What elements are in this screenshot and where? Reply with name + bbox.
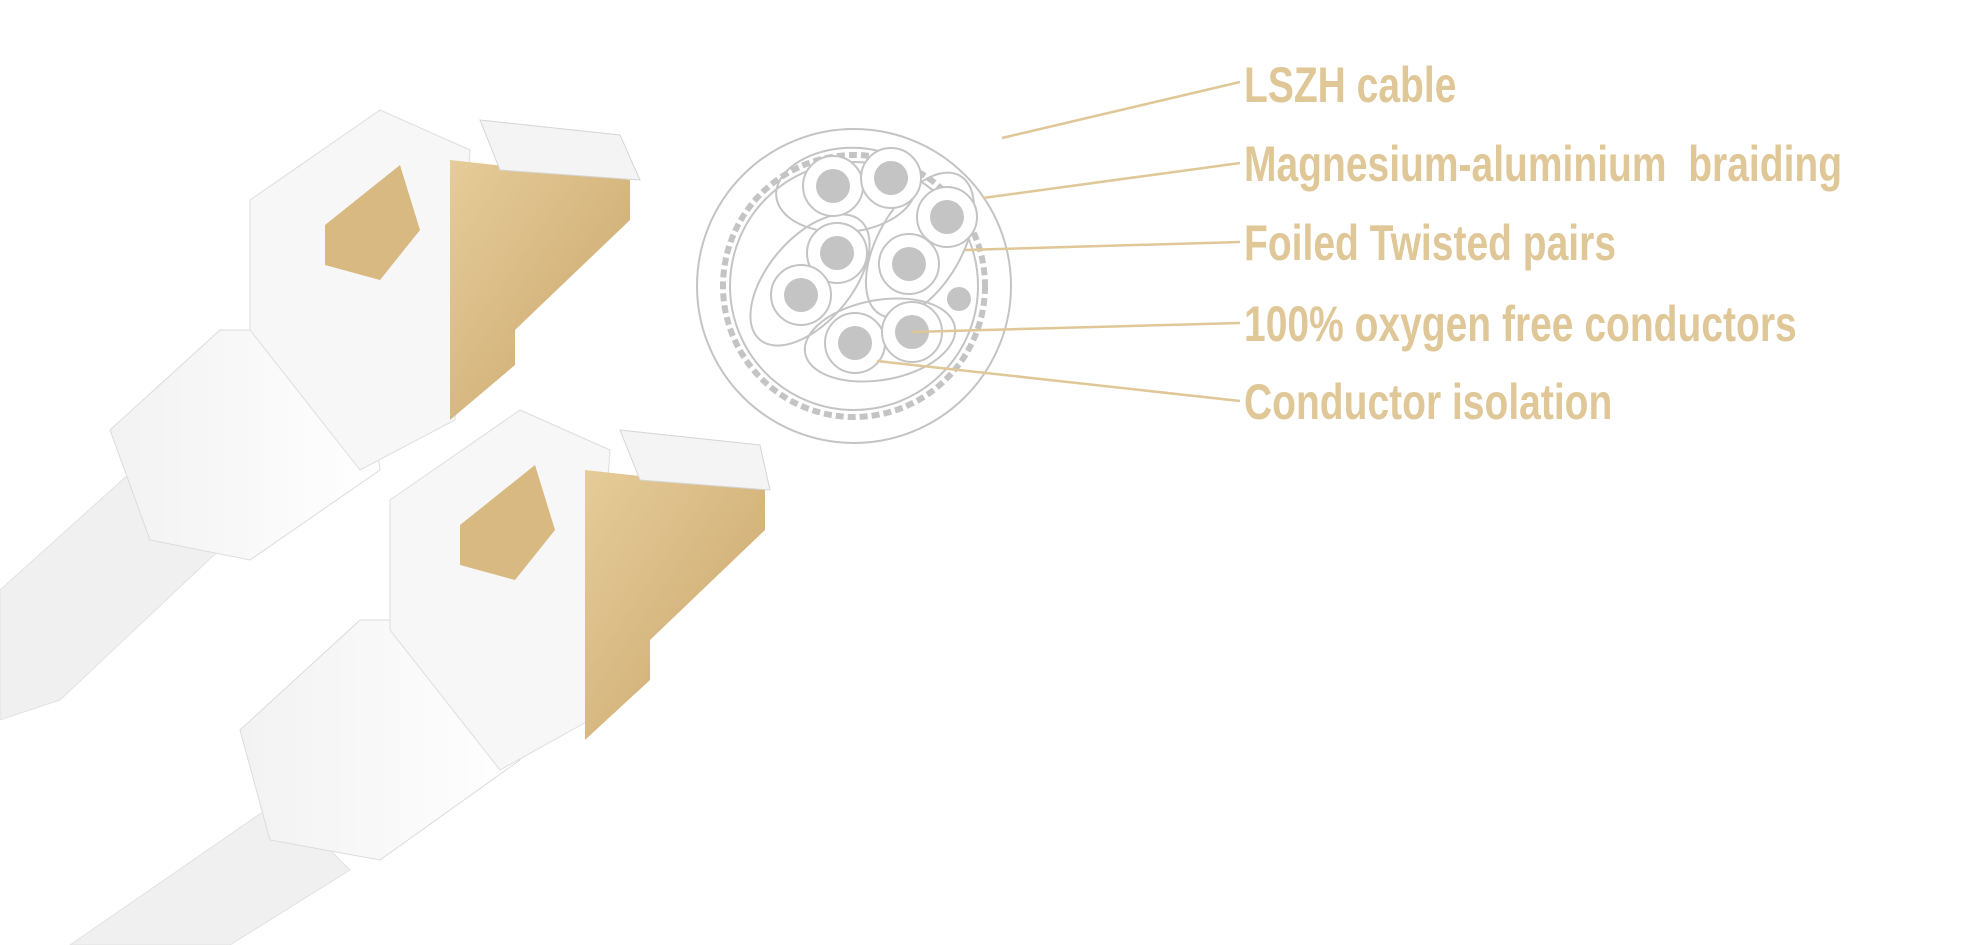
rj45-connector-bottom bbox=[69, 409, 771, 945]
leader-lines bbox=[876, 80, 1241, 403]
label-lszh-cable: LSZH cable bbox=[1244, 57, 1457, 113]
label-conductor-isolation: Conductor isolation bbox=[1244, 374, 1613, 430]
cable-cross-section-diagram bbox=[696, 128, 1012, 444]
label-foiled-twisted-pairs: Foiled Twisted pairs bbox=[1244, 215, 1617, 271]
rj45-connector-top bbox=[0, 109, 641, 721]
label-oxygen-free-conductors: 100% oxygen free conductors bbox=[1244, 296, 1797, 352]
label-braiding: Magnesium-aluminium braiding bbox=[1244, 136, 1843, 192]
